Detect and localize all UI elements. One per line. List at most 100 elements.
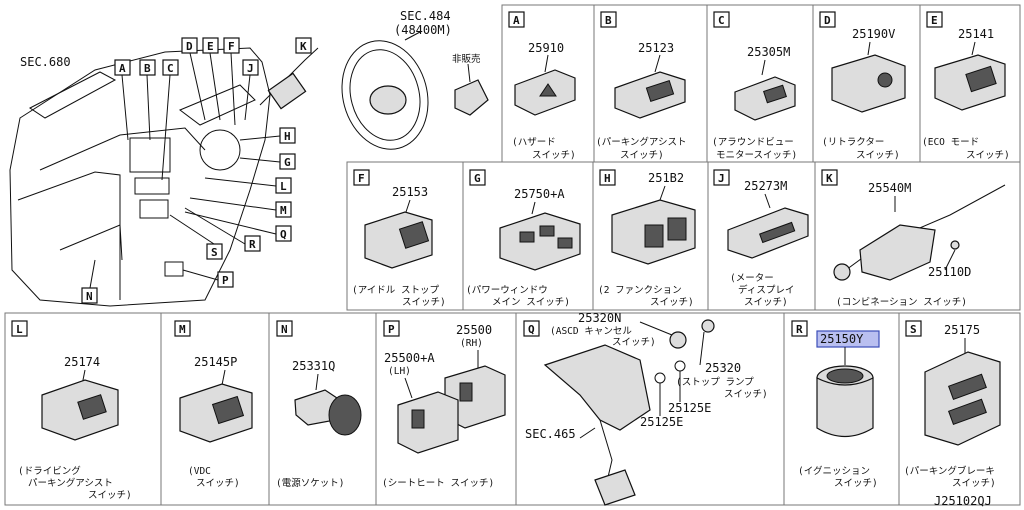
svg-text:F: F [358,172,365,185]
svg-text:K: K [300,40,307,53]
part-number-2: 25110D [928,265,971,279]
svg-text:スイッチ): スイッチ) [88,490,132,501]
svg-text:D: D [824,14,831,27]
svg-text:スイッチ): スイッチ) [532,150,576,161]
seat-heater-switch-location [164,261,184,277]
svg-text:N: N [281,323,288,336]
part-number: 251B2 [648,171,684,185]
svg-text:A: A [119,62,126,75]
part-number: 25320N [578,311,621,325]
svg-text:(イグニッション: (イグニッション [798,465,870,477]
svg-text:(パワーウィンドウ: (パワーウィンドウ [466,285,548,296]
svg-text:スイッチ): スイッチ) [744,297,788,308]
center-controls [134,177,170,195]
sec465-label: SEC.465 [525,427,576,441]
svg-text:L: L [16,323,23,336]
brake-pedal-pad [594,469,636,506]
svg-text:A: A [513,14,520,27]
svg-text:(メーター: (メーター [730,273,774,284]
panel-p: P 25500 (RH) 25500+A (LH) (シートヒート スイッチ) [382,320,506,489]
svg-text:(アラウンドビュー: (アラウンドビュー [712,137,794,148]
svg-text:ディスプレイ: ディスプレイ [738,284,794,296]
around-view-switch-body [734,76,796,121]
panel-b: B 25123 (パーキングアシスト スイッチ) [596,11,687,161]
panel-f: F 25153 (アイドル ストップ スイッチ) [352,169,446,308]
svg-text:(パーキングブレーキ: (パーキングブレーキ [904,465,995,477]
seat-heater-switch-lh [397,391,459,454]
svg-text:パーキングアシスト: パーキングアシスト [28,477,113,489]
svg-text:M: M [280,204,287,217]
svg-text:モニタースイッチ): モニタースイッチ) [716,150,797,161]
svg-text:E: E [207,40,214,53]
svg-text:(ASCD キャンセル: (ASCD キャンセル [550,326,632,337]
combination-switch-body [267,72,307,110]
svg-text:(ドライビング: (ドライビング [18,465,81,477]
part-number: 25273M [744,179,787,193]
panel-r: R 25150Y (イグニッション スイッチ) [791,320,880,489]
part-number-2: 25320 [705,361,741,375]
overview-dashboard: SEC.680 A B C D E F J K H G L M Q [9,37,319,307]
screw-25110d [950,240,960,250]
part-number: 25175 [944,323,980,337]
combination-switch-body [859,224,936,281]
svg-text:G: G [474,172,481,185]
retractor-switch-body [831,54,906,113]
panel-s: S 25175 (パーキングブレーキ スイッチ) [904,320,1001,489]
svg-text:S: S [910,323,917,336]
svg-text:K: K [826,172,833,185]
panel-grid [4,4,1021,506]
diagram-id: J25102QJ [934,494,992,508]
svg-text:(コンビネーション スイッチ): (コンビネーション スイッチ) [836,297,967,308]
panel-c: C 25305M (アラウンドビュー モニタースイッチ) [712,11,797,161]
part-number: 25141 [958,27,994,41]
panel-l: L 25174 (ドライビング パーキングアシスト スイッチ) [11,320,132,501]
svg-text:R: R [249,238,256,251]
steering-wheel-rim [341,40,429,150]
ascd-cancel-switch [669,331,687,349]
pedal-bracket [543,344,651,431]
svg-text:(アイドル ストップ: (アイドル ストップ [352,285,439,296]
part-number: 25190V [852,27,895,41]
part-number: 25123 [638,41,674,55]
svg-text:スイッチ): スイッチ) [834,478,878,489]
panel-j: J 25273M (メーター ディスプレイ スイッチ) [713,169,809,308]
part-number: 25910 [528,41,564,55]
meter-cluster [199,129,241,171]
dashboard-outline [9,47,271,307]
sec680-label: SEC.680 [20,55,71,69]
callout-leaders [89,52,281,289]
svg-text:スイッチ): スイッチ) [856,150,900,161]
ignition-switch-body [816,377,874,438]
part-number: 25145P [194,355,237,369]
part-number: 25150Y [820,332,864,346]
center-switches [139,199,169,219]
part-number: 25500 [456,323,492,337]
steering-switch-unsold [454,79,489,116]
svg-text:P: P [388,323,395,336]
glovebox [59,224,123,261]
svg-text:S: S [211,246,218,259]
svg-text:J: J [718,172,725,185]
svg-text:B: B [144,62,151,75]
svg-text:(シートヒート スイッチ): (シートヒート スイッチ) [382,478,494,489]
svg-text:L: L [280,180,287,193]
sec484-label: SEC.484 [400,9,451,23]
svg-text:スイッチ): スイッチ) [724,389,768,400]
dash-left-panel [17,171,121,300]
svg-text:R: R [796,323,803,336]
svg-text:(RH): (RH) [460,338,483,349]
panel-g: G 25750+A (パワーウィンドウ メイン スイッチ) [466,169,581,308]
svg-text:B: B [605,14,612,27]
svg-text:H: H [284,130,291,143]
panel-a: A 25910 (ハザード スイッチ) [508,11,576,161]
svg-text:スイッチ): スイッチ) [612,337,656,348]
part-number: 25305M [747,45,790,59]
stop-lamp-switch [701,319,715,333]
svg-text:(VDC: (VDC [188,466,211,477]
svg-text:P: P [222,274,229,287]
svg-text:(2 ファンクション: (2 ファンクション [598,285,682,296]
svg-text:(電源ソケット): (電源ソケット) [276,478,344,489]
panel-m: M 25145P (VDC スイッチ) [174,320,253,489]
highlighted-part-badge [816,330,880,348]
